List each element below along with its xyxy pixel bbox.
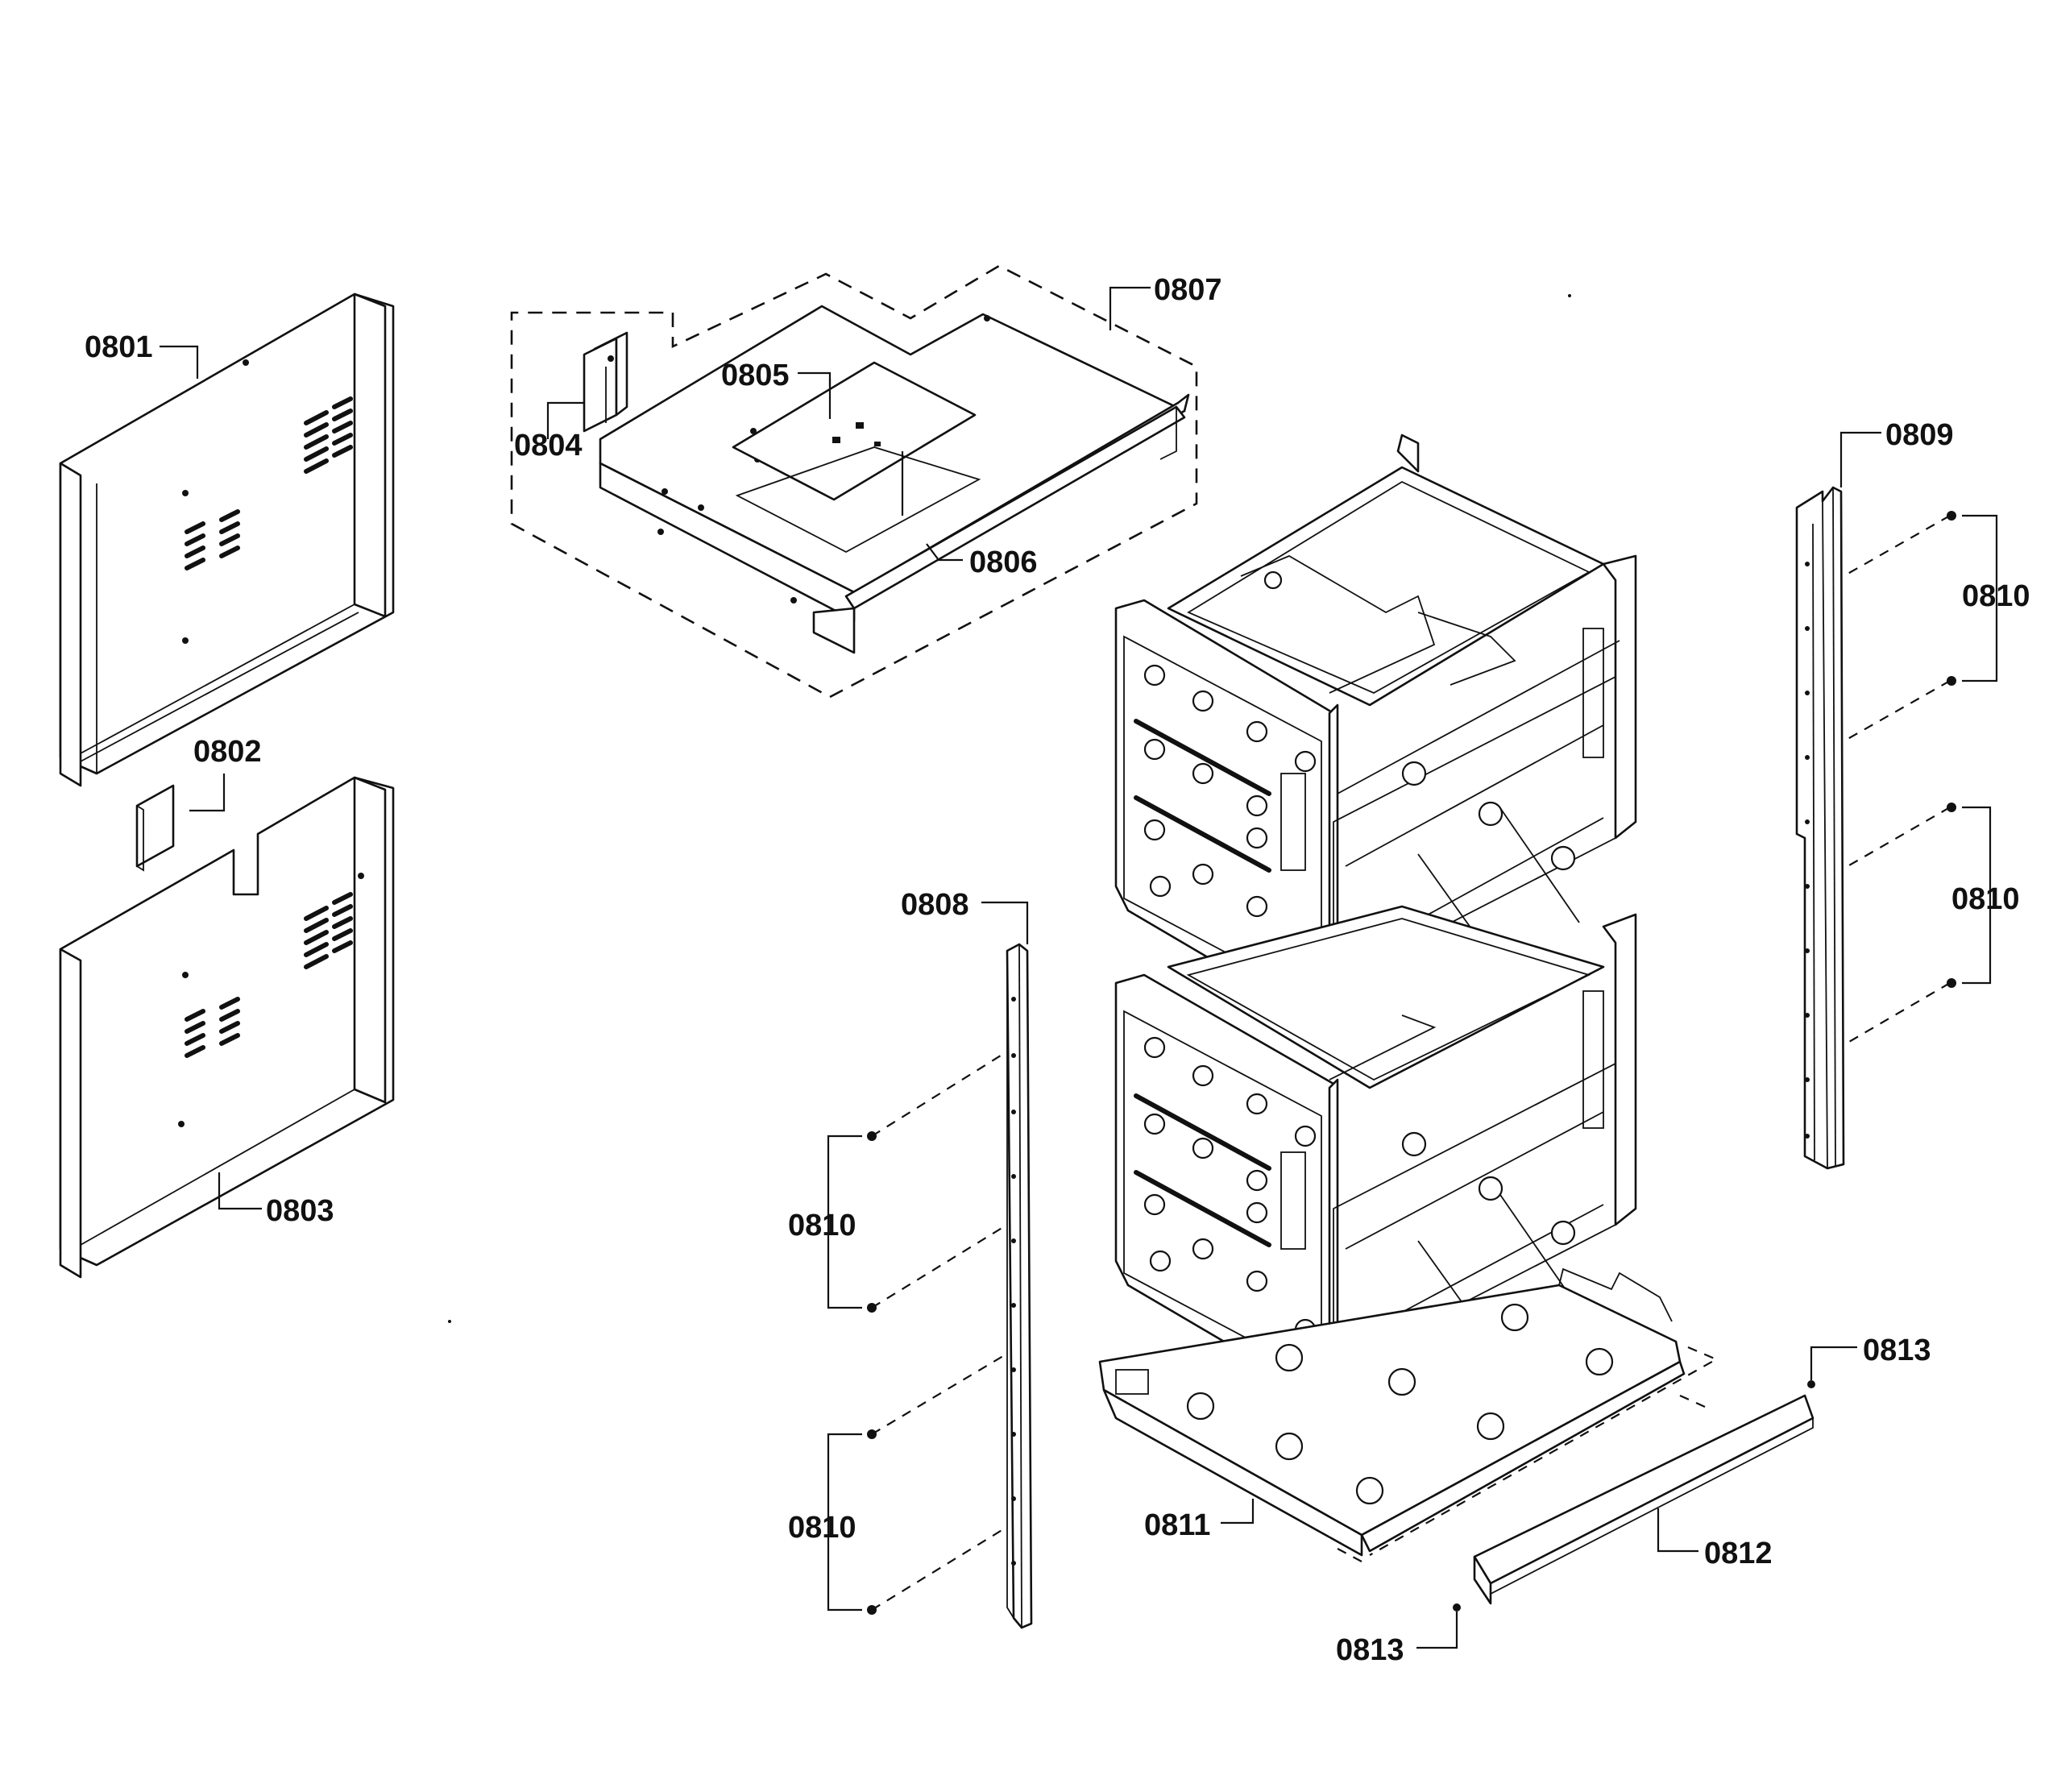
part-0804-bracket	[583, 331, 628, 433]
vent-slots-0801-lower	[185, 509, 240, 570]
label-0801: 0801	[85, 330, 153, 364]
lower-cavity-frame	[1114, 905, 1637, 1396]
part-0810-screws-right-upper	[1843, 511, 1956, 742]
part-0812-front-trim	[1337, 1346, 1815, 1605]
part-0809-right-rail	[1795, 486, 1845, 1170]
part-0810-screws-left-upper	[867, 1051, 1008, 1313]
rail-0808-holes	[1011, 997, 1016, 1566]
part-0805-plate	[732, 361, 981, 554]
part-0813-screw-bottom	[1453, 1603, 1461, 1612]
label-0805: 0805	[721, 359, 790, 392]
label-0809: 0809	[1885, 418, 1954, 452]
label-0810-right-upper: 0810	[1962, 579, 2030, 613]
label-0813-bottom: 0813	[1336, 1633, 1404, 1667]
part-0810-screws-left-lower	[867, 1353, 1008, 1615]
label-0810-left-upper: 0810	[788, 1209, 856, 1242]
vent-slots-0801-upper	[304, 396, 353, 474]
label-0807: 0807	[1154, 273, 1222, 307]
label-0804: 0804	[514, 429, 583, 463]
part-0807-top-cover	[599, 305, 1190, 654]
label-0808: 0808	[901, 888, 969, 922]
label-0803: 0803	[266, 1194, 334, 1228]
label-0812: 0812	[1704, 1537, 1773, 1570]
part-0810-screws-right-lower	[1843, 803, 1956, 1046]
part-oven-frame	[1114, 433, 1637, 1396]
label-0811: 0811	[1144, 1508, 1210, 1542]
label-0810-right-lower: 0810	[1951, 882, 2020, 916]
base-tray-holes	[1186, 1303, 1614, 1505]
part-0808-left-rail	[1006, 943, 1033, 1629]
vent-slots-0803-upper	[304, 892, 353, 969]
part-0813-screw-top	[1807, 1380, 1815, 1388]
rail-0809-holes	[1805, 562, 1810, 1139]
label-0802: 0802	[193, 735, 262, 769]
vent-slots-0803-lower	[185, 997, 240, 1058]
label-0810-left-lower: 0810	[788, 1511, 856, 1545]
part-0803-lower-side-panel	[59, 776, 395, 1279]
part-0807-top-assembly	[510, 264, 1198, 699]
part-0811-base-tray	[1098, 1267, 1686, 1557]
part-0802-small-plate	[135, 784, 175, 872]
label-0806: 0806	[969, 545, 1038, 579]
label-0813-top: 0813	[1863, 1334, 1931, 1367]
part-0801-upper-side-panel	[59, 292, 395, 787]
